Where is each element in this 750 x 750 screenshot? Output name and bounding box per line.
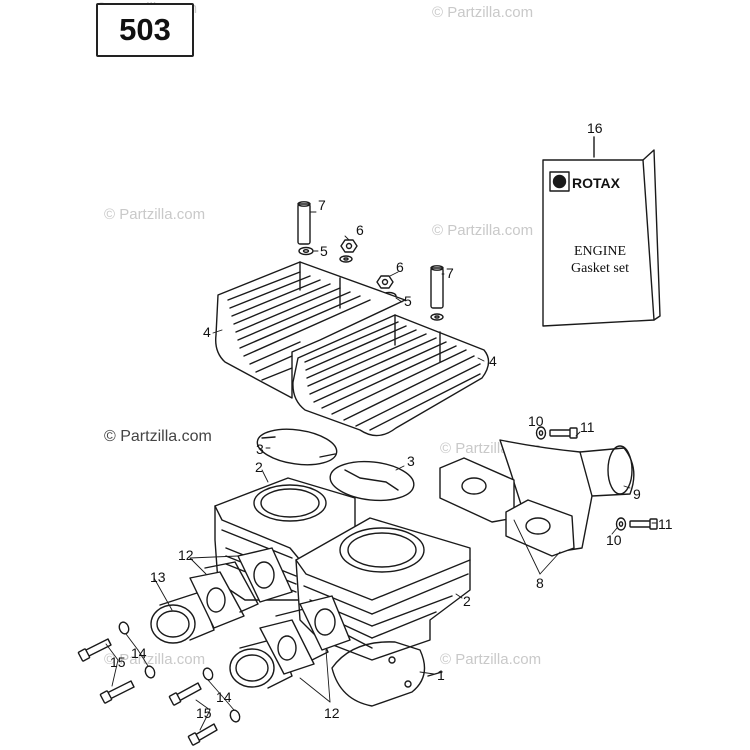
- watermark: © Partzilla.com: [432, 222, 534, 239]
- watermark: © Partzilla.com: [104, 651, 206, 668]
- manifold-bolt: [549, 427, 658, 530]
- callout-5: 5: [404, 293, 412, 309]
- callout-6: 6: [396, 259, 404, 275]
- callout-16: 16: [587, 120, 603, 136]
- intake-bolt: [77, 638, 218, 746]
- watermark: © Partzilla.com: [440, 651, 542, 668]
- callout-1: 1: [437, 667, 445, 683]
- callout-13: 13: [150, 569, 166, 585]
- nut: [376, 275, 394, 289]
- callout-8: 8: [536, 575, 544, 591]
- callout-2: 2: [255, 459, 263, 475]
- exhaust-gasket: [439, 457, 575, 557]
- callout-7: 7: [446, 265, 454, 281]
- callout-11: 11: [580, 419, 595, 435]
- cylinder-stud: [430, 265, 444, 309]
- base-gasket: [331, 641, 443, 707]
- manual-title: ENGINE Gasket set: [560, 243, 640, 277]
- head-gasket: [329, 460, 415, 502]
- head-gasket: [256, 428, 338, 466]
- callout-12: 12: [324, 705, 340, 721]
- intake-gasket: [259, 595, 351, 675]
- watermark: © Partzilla.com: [432, 4, 534, 21]
- callout-3: 3: [407, 453, 415, 469]
- manual-brand: ROTAX: [572, 175, 620, 191]
- callout-15: 15: [110, 654, 126, 670]
- cylinder-head-right: [292, 314, 490, 437]
- callout-6: 6: [356, 222, 364, 238]
- callout-14: 14: [131, 645, 147, 661]
- callout-7: 7: [318, 197, 326, 213]
- manifold-washer: [535, 426, 627, 531]
- cylinder-stud: [297, 201, 311, 245]
- callout-10: 10: [606, 532, 622, 548]
- manual-title-line1: ENGINE: [573, 244, 627, 259]
- watermark: © Partzilla.com: [104, 428, 212, 445]
- callout-2: 2: [463, 593, 471, 609]
- callout-11: 11: [658, 516, 673, 532]
- callout-15: 15: [196, 705, 212, 721]
- manual-title-line2: Gasket set: [571, 261, 629, 276]
- model-label: 503: [96, 3, 194, 57]
- gasket-manual: [542, 136, 661, 327]
- callout-5: 5: [320, 243, 328, 259]
- callout-9: 9: [633, 486, 641, 502]
- intake-gasket: [189, 547, 293, 629]
- nut: [340, 239, 358, 253]
- watermark: © Partzilla.com: [104, 206, 206, 223]
- leader-lines: [105, 211, 657, 731]
- callout-4: 4: [203, 324, 211, 340]
- callout-14: 14: [216, 689, 232, 705]
- cylinder-head-left: [215, 261, 406, 399]
- callout-10: 10: [528, 413, 544, 429]
- callout-3: 3: [256, 441, 264, 457]
- callout-12: 12: [178, 547, 194, 563]
- callout-4: 4: [489, 353, 497, 369]
